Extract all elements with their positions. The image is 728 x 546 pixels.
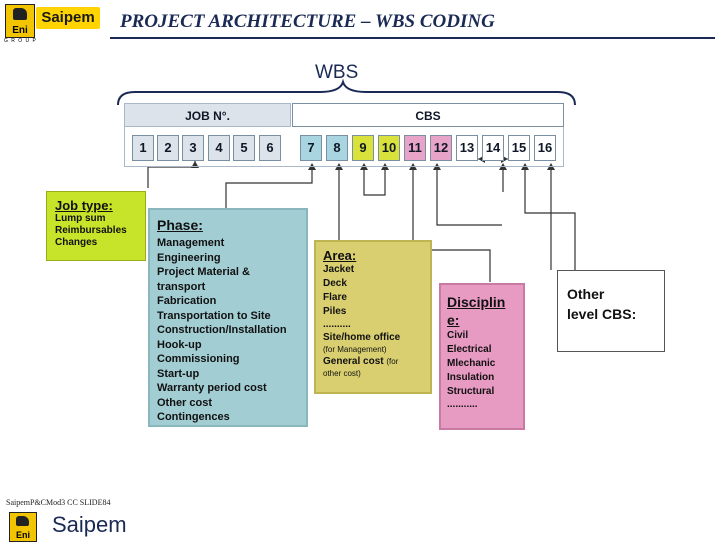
discipline-item: Civil <box>447 330 469 341</box>
phase-item: Hook-up <box>157 338 202 351</box>
phase-item: transport <box>157 280 206 293</box>
line-phase <box>225 166 313 208</box>
code-cell-9: 9 <box>352 135 374 161</box>
discipline-box: Disciplin e: Civil Electrical Mlechanic … <box>439 283 525 430</box>
area-item: .......... <box>323 319 351 330</box>
phase-item: Commissioning <box>157 353 240 365</box>
other-cbs-line1: Other <box>567 286 605 302</box>
line-discipline <box>412 166 491 282</box>
code-cell-11: 11 <box>404 135 426 161</box>
phase-title: Phase: <box>157 217 203 233</box>
general-cost-label: General cost <box>323 356 384 367</box>
phase-item: Project Material & <box>157 266 250 278</box>
discipline-item: ........... <box>447 399 478 410</box>
eni-logo: Eni <box>5 4 35 38</box>
area-item: Flare <box>323 292 347 303</box>
code-cell-15: 15 <box>508 135 530 161</box>
code-cell-12: 12 <box>430 135 452 161</box>
phase-item: Construction/Installation <box>157 324 287 336</box>
job-number-header: JOB N°. <box>124 103 291 127</box>
footer-eni-logo: Eni <box>9 512 37 542</box>
group-text: G R O U P <box>4 38 37 44</box>
phase-box: Phase: Management Engineering Project Ma… <box>148 208 308 427</box>
job-type-item: Changes <box>55 237 98 248</box>
area-box: Area: Jacket Deck Flare Piles ..........… <box>314 240 432 394</box>
phase-item: Other cost <box>157 396 213 409</box>
code-cell-16: 16 <box>534 135 556 161</box>
job-type-item: Reimbursables <box>55 225 127 236</box>
wbs-label: WBS <box>315 62 359 83</box>
eni-logo-text: Eni <box>12 25 28 36</box>
slide-id: SaipemP&CMod3 CC SLIDE84 <box>6 498 111 507</box>
discipline-item: Structural <box>447 386 495 397</box>
area-item: Deck <box>323 278 347 289</box>
discipline-title-cont: e: <box>447 312 460 328</box>
phase-item: Start-up <box>157 367 200 380</box>
phase-item: Fabrication <box>157 295 217 307</box>
page-title: PROJECT ARCHITECTURE – WBS CODING <box>120 11 495 32</box>
code-cell-1: 1 <box>132 135 154 161</box>
code-cell-13: 13 <box>456 135 478 161</box>
area-item: Site/home office <box>323 332 401 343</box>
general-cost-note: (for <box>386 357 399 366</box>
code-row-frame <box>124 127 564 167</box>
discipline-item: Insulation <box>447 372 495 383</box>
code-cell-7: 7 <box>300 135 322 161</box>
other-cbs-box: Other level CBS: <box>557 270 665 352</box>
line-area-9-11 <box>363 166 386 196</box>
phase-item: Contingences <box>157 411 230 423</box>
area-general-cost: General cost (for <box>323 355 430 369</box>
code-cell-2: 2 <box>157 135 179 161</box>
code-cell-6: 6 <box>259 135 281 161</box>
area-note-other-cost: other cost) <box>323 369 361 378</box>
footer-dog-icon <box>16 516 29 526</box>
footer-brand: Saipem <box>52 512 127 537</box>
job-type-box: Job type: Lump sum Reimbursables Changes <box>46 191 146 261</box>
line-other-a <box>524 166 576 270</box>
dog-icon <box>13 8 27 20</box>
footer-eni-text: Eni <box>15 530 30 540</box>
discipline-item: Electrical <box>447 344 492 355</box>
other-cbs-line2: level CBS: <box>567 306 637 322</box>
area-note-management: (for Management) <box>323 345 387 354</box>
code-cell-3: 3 <box>182 135 204 161</box>
phase-item: Engineering <box>157 251 221 264</box>
discipline-title: Disciplin <box>447 294 506 310</box>
code-cell-8: 8 <box>326 135 348 161</box>
area-item: Jacket <box>323 264 355 275</box>
wbs-brace <box>117 78 576 106</box>
phase-item: Management <box>157 237 225 249</box>
phase-item: Transportation to Site <box>157 309 271 322</box>
area-title: Area: <box>323 248 357 263</box>
code-cell-4: 4 <box>208 135 230 161</box>
line-disc-12 <box>436 166 502 226</box>
job-type-item: Lump sum <box>55 213 106 224</box>
job-type-title: Job type: <box>55 198 113 213</box>
code-cell-5: 5 <box>233 135 255 161</box>
phase-item: Warranty period cost <box>157 382 267 394</box>
cbs-header: CBS <box>292 103 564 127</box>
saipem-logo: Saipem <box>36 7 100 29</box>
title-rule <box>110 37 715 39</box>
discipline-item: Mlechanic <box>447 358 496 369</box>
code-cell-10: 10 <box>378 135 400 161</box>
area-item: Piles <box>323 306 347 317</box>
code-cell-14: 14 <box>482 135 504 161</box>
